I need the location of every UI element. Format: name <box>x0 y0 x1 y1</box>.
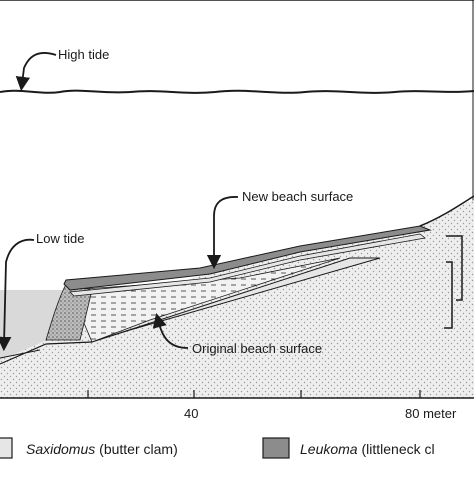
bracket-upper <box>446 235 463 301</box>
gravel-mound <box>45 283 93 341</box>
legend-leukoma-genus: Leukoma <box>300 441 358 457</box>
x-tick-label-80: 80 meter <box>405 406 457 421</box>
x-tick-label-40: 40 <box>184 406 198 421</box>
high-tide-line <box>0 89 474 94</box>
low-tide-shore-line <box>0 349 41 359</box>
legend-saxidomus-common: (butter clam) <box>95 441 177 457</box>
beach-profile-lower <box>0 341 93 365</box>
original-beach-surface-label: Original beach surface <box>192 341 322 356</box>
beach-profile-upper <box>419 195 474 227</box>
legend-item-saxidomus: Saxidomus (butter clam) <box>26 441 178 457</box>
legend-item-leukoma: Leukoma (littleneck cl <box>300 441 435 457</box>
new-surface-underlayer <box>69 233 426 297</box>
legend-swatch-saxidomus <box>0 437 13 459</box>
new-beach-surface-label: New beach surface <box>242 189 353 204</box>
high-tide-arrow <box>15 52 57 92</box>
new-beach-surface-arrow <box>206 196 239 270</box>
legend-leukoma-common: (littleneck cl <box>358 441 435 457</box>
new-surface-band <box>63 225 432 291</box>
original-beach-surface-arrow <box>152 313 189 349</box>
legend-swatch-leukoma <box>262 437 290 459</box>
low-tide-label: Low tide <box>36 231 84 246</box>
high-tide-label: High tide <box>58 47 109 62</box>
original-surface-band <box>91 257 381 343</box>
bracket-lower <box>444 261 453 329</box>
legend-saxidomus-genus: Saxidomus <box>26 441 95 457</box>
low-tide-arrow <box>0 238 35 352</box>
